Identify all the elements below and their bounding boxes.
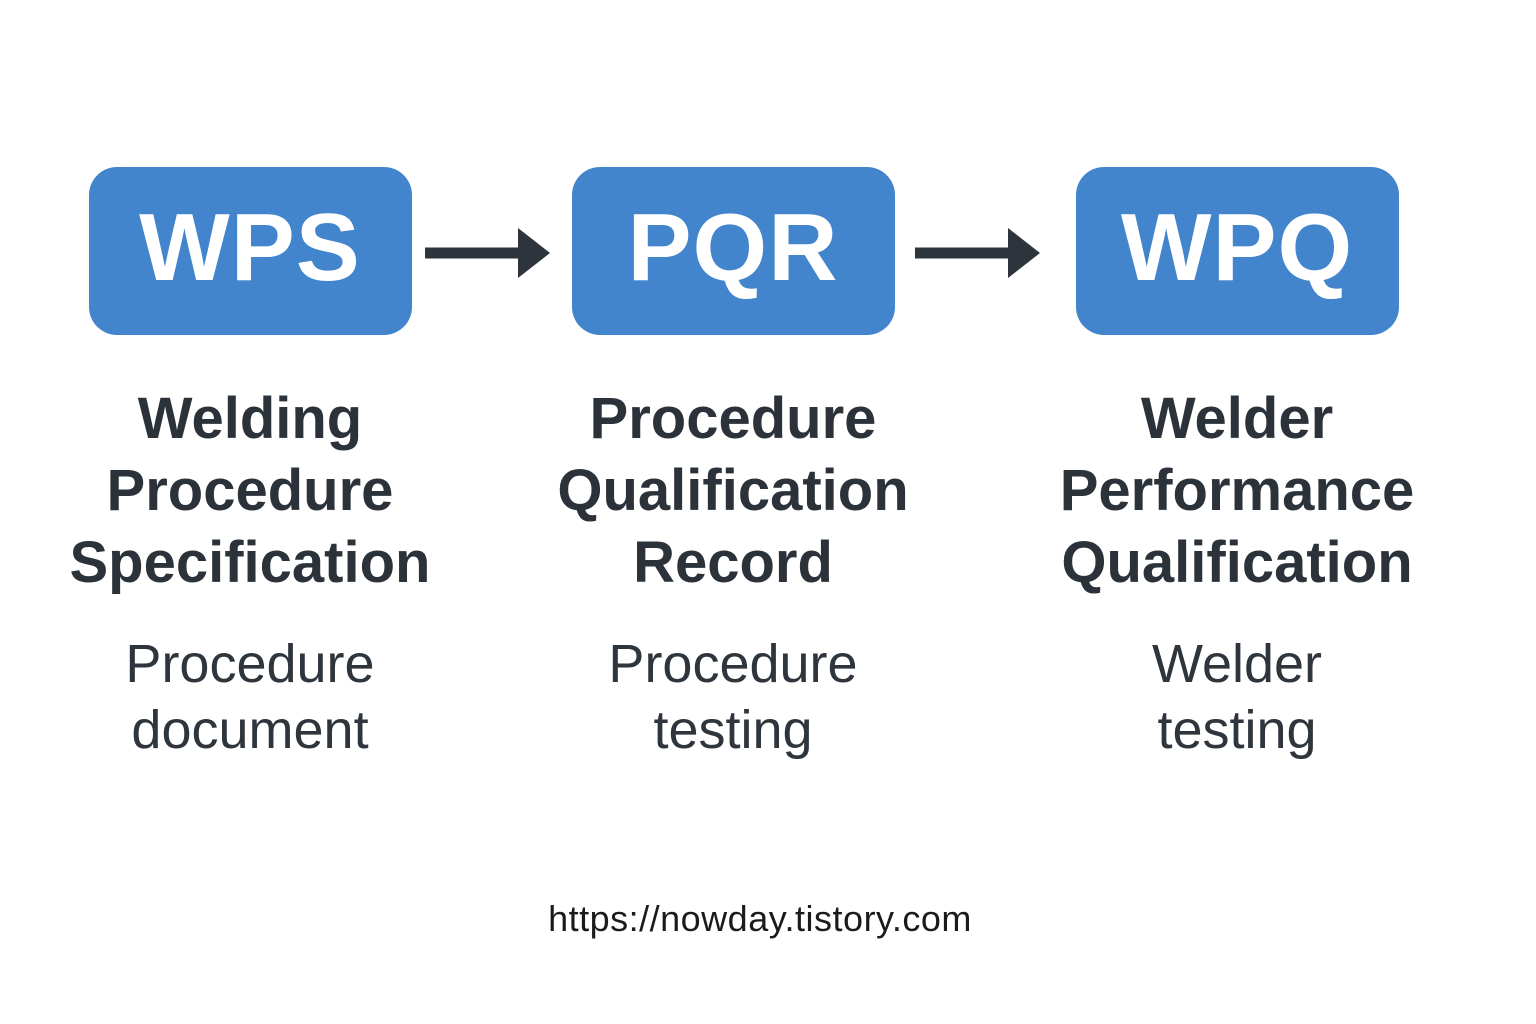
wps-subtitle-line-1: Procedure (125, 634, 375, 694)
wpq-title-line-3: Qualification (1061, 530, 1413, 595)
arrow-right-icon (425, 228, 550, 278)
wps-title-line-3: Specification (69, 530, 431, 595)
pqr-title-line-1: Procedure (589, 386, 877, 451)
wps-badge-label: WPS (139, 194, 361, 301)
wps-subtitle: Procedure document (17, 631, 483, 763)
wpq-title-line-2: Performance (1059, 458, 1415, 523)
pqr-title-line-3: Record (633, 530, 833, 595)
wpq-subtitle: Welder testing (1004, 631, 1470, 763)
wps-title: Welding Procedure Specification (17, 383, 483, 599)
wpq-badge: WPQ (1075, 167, 1399, 335)
pqr-subtitle-line-2: testing (653, 700, 813, 760)
step-wpq: WPQ Welder Performance Qualification Wel… (1004, 167, 1470, 763)
pqr-title-line-2: Qualification (557, 458, 909, 523)
wps-badge: WPS (88, 167, 412, 335)
wpq-title: Welder Performance Qualification (1004, 383, 1470, 599)
wps-subtitle-line-2: document (131, 700, 369, 760)
wpq-title-line-1: Welder (1140, 386, 1334, 451)
step-wps: WPS Welding Procedure Specification Proc… (17, 167, 483, 763)
step-pqr: PQR Procedure Qualification Record Proce… (500, 167, 966, 763)
footer-url: https://nowday.tistory.com (548, 898, 972, 939)
pqr-title: Procedure Qualification Record (500, 383, 966, 599)
wpq-badge-label: WPQ (1120, 194, 1354, 301)
pqr-subtitle: Procedure testing (500, 631, 966, 763)
wps-title-line-1: Welding (137, 386, 363, 451)
wpq-subtitle-line-1: Welder (1151, 634, 1323, 694)
arrow-right-icon (915, 228, 1040, 278)
pqr-subtitle-line-1: Procedure (608, 634, 858, 694)
pqr-badge-label: PQR (627, 194, 839, 301)
wpq-subtitle-line-2: testing (1157, 700, 1317, 760)
pqr-badge: PQR (571, 167, 895, 335)
wps-title-line-2: Procedure (106, 458, 394, 523)
